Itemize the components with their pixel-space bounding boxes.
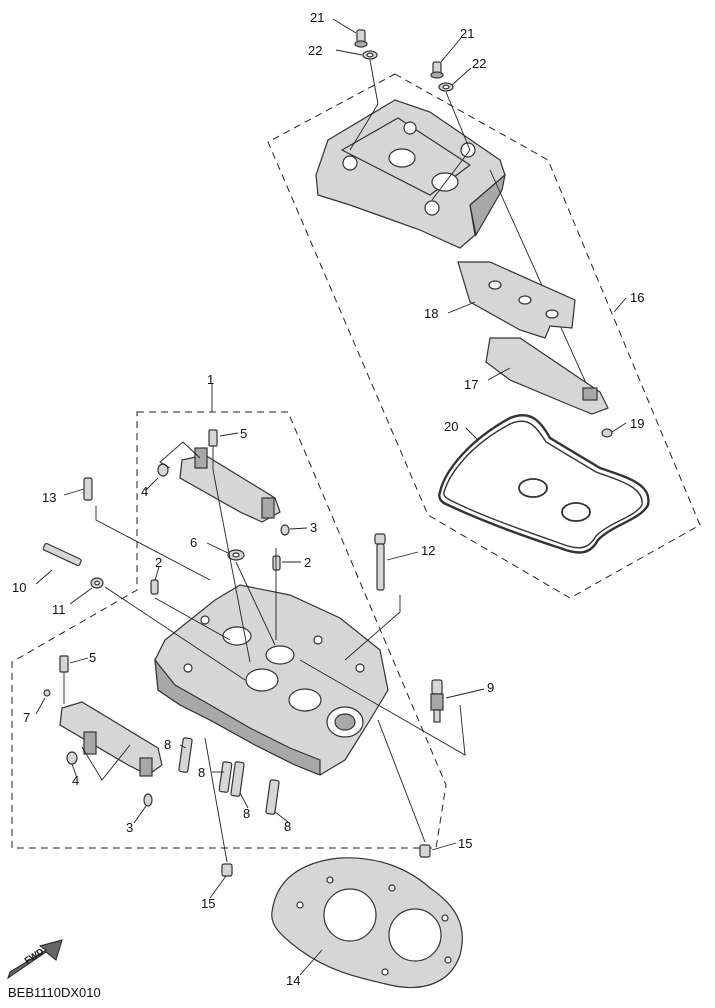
callout-7: 7: [23, 710, 30, 725]
head-gasket-14: [271, 857, 463, 989]
callout-20: 20: [444, 419, 458, 434]
callout-6: 6: [190, 535, 197, 550]
callout-8: 8: [198, 765, 205, 780]
dowel-3-upper: [280, 524, 290, 536]
camshaft-cap-upper: [179, 447, 281, 523]
dowel-pins-8: [178, 737, 280, 815]
cover-washer-22a: [362, 50, 378, 60]
cam-cap-bolt-5-upper: [208, 429, 218, 470]
dowel-2-right: [272, 555, 281, 571]
diagram-code: BEB1110DX010: [8, 985, 101, 1000]
callout-22: 22: [308, 43, 322, 58]
cover-gasket-ring-20: [438, 414, 650, 554]
callout-13: 13: [42, 490, 56, 505]
leader-sparkplug: [299, 659, 466, 756]
callout-12: 12: [421, 543, 435, 558]
cylinder-head-cover: [315, 99, 506, 249]
bolt-15-left: [221, 863, 233, 877]
dowel-2-left: [150, 579, 159, 595]
callout-leaders: [35, 18, 627, 976]
callout-4: 4: [72, 773, 79, 788]
leader-head-right: [344, 595, 401, 661]
head-bolt-12: [374, 533, 386, 591]
cam-cap-bolt-5-lower: [59, 655, 69, 704]
fwd-arrow-icon: FWD: [7, 939, 63, 980]
callout-2: 2: [304, 555, 311, 570]
callout-8: 8: [284, 819, 291, 834]
callout-21: 21: [310, 10, 324, 25]
callout-4: 4: [141, 484, 148, 499]
washer-11: [90, 577, 104, 589]
callout-22: 22: [472, 56, 486, 71]
callout-5: 5: [240, 426, 247, 441]
callout-8: 8: [243, 806, 250, 821]
cover-bolt-21b: [430, 61, 444, 79]
callout-9: 9: [487, 680, 494, 695]
callout-18: 18: [424, 306, 438, 321]
cover-screw-19: [601, 428, 613, 438]
leader-4-lower: [81, 744, 131, 781]
callout-15: 15: [201, 896, 215, 911]
spark-plug-9: [430, 679, 444, 723]
cover-gasket-18: [457, 261, 576, 339]
camshaft-cap-lower: [59, 701, 163, 777]
callout-3: 3: [126, 820, 133, 835]
cylinder-head-cover-assembly-boundary: [267, 73, 701, 599]
callout-15: 15: [458, 836, 472, 851]
callout-19: 19: [630, 416, 644, 431]
leader-13: [95, 506, 211, 581]
cylinder-head-assembly-boundary: [11, 411, 447, 849]
callout-16: 16: [630, 290, 644, 305]
cover-plate-17: [485, 337, 609, 415]
callout-2: 2: [155, 555, 162, 570]
callout-10: 10: [12, 580, 26, 595]
callout-1: 1: [207, 372, 214, 387]
callout-numbers: 1 2 2 3 3 4 4 5 5 6 7 8 8 8 8 9 10 11 12…: [12, 10, 644, 988]
cover-bolt-21a: [354, 29, 368, 48]
callout-3: 3: [310, 520, 317, 535]
fwd-label: FWD: [23, 946, 46, 966]
callout-11: 11: [52, 602, 66, 617]
callout-5: 5: [89, 650, 96, 665]
pin-7: [43, 689, 51, 697]
cover-washer-22b: [438, 82, 454, 92]
bolt-10: [42, 542, 82, 567]
head-bolt-13: [83, 477, 93, 501]
callout-14: 14: [286, 973, 300, 988]
washer-6: [227, 549, 245, 561]
dowel-4-lower: [66, 751, 78, 765]
bolt-15-right: [419, 844, 431, 858]
callout-8: 8: [164, 737, 171, 752]
leader-camcap: [159, 441, 201, 469]
callout-21: 21: [460, 26, 474, 41]
dowel-3-lower: [143, 793, 153, 807]
callout-17: 17: [464, 377, 478, 392]
